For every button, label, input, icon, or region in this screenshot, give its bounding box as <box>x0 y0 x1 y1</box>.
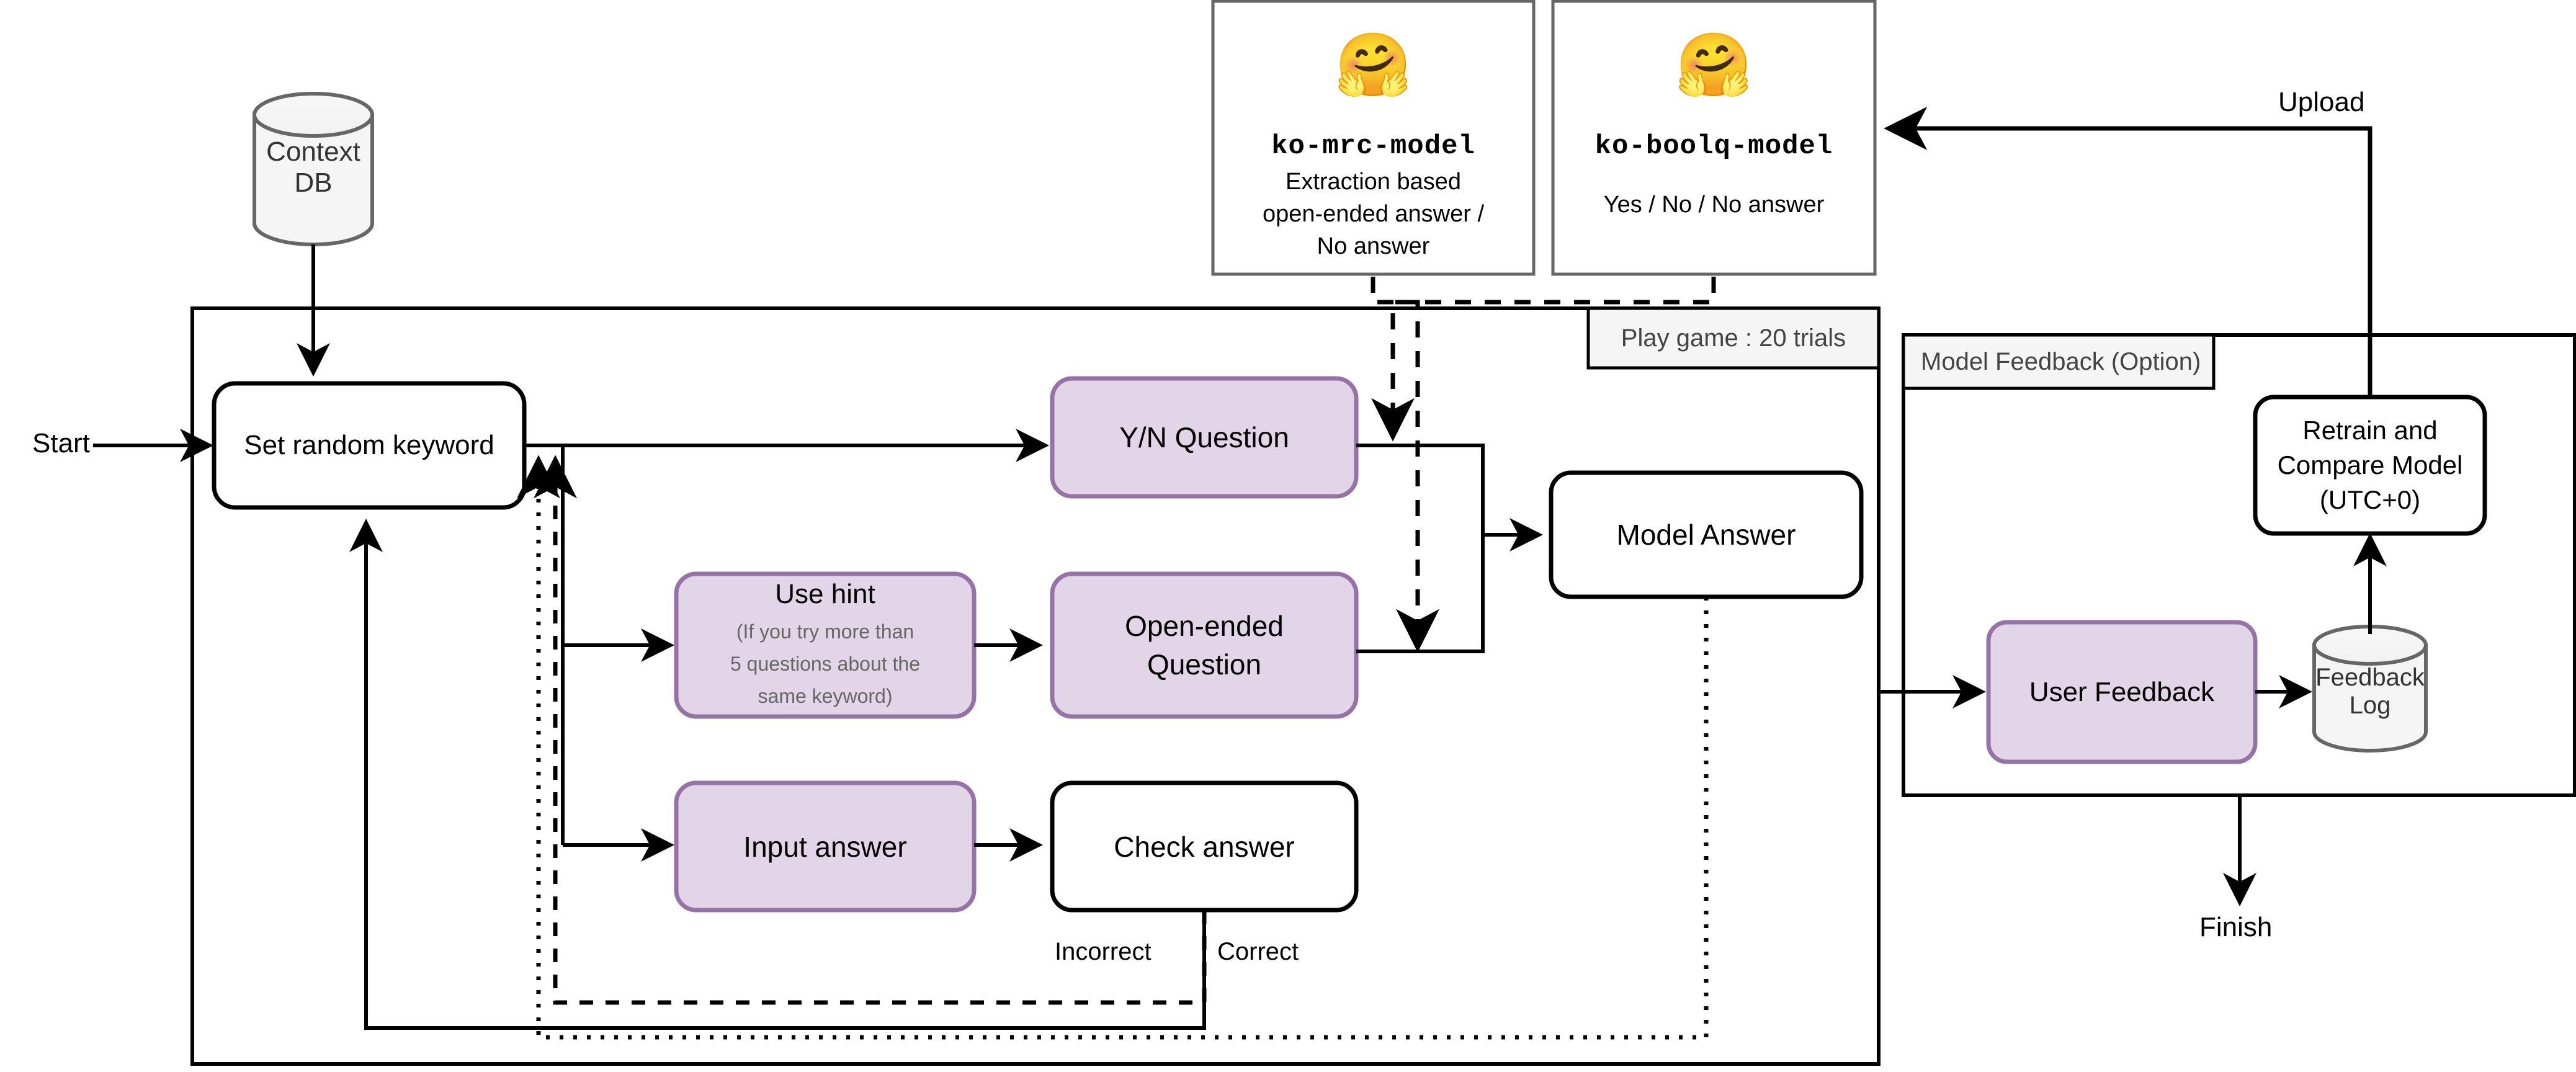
retrain-compare-node[interactable] <box>2253 395 2487 536</box>
feedback-log-node[interactable] <box>2312 625 2428 753</box>
user-feedback-node[interactable] <box>1986 620 2258 764</box>
edge-label-correct: Correct <box>1217 938 1299 965</box>
edge-label-incorrect: Incorrect <box>1055 938 1152 965</box>
frame-label-play-game: Play game : 20 trials <box>1621 324 1846 352</box>
edge-label-upload: Upload <box>2278 87 2365 117</box>
edge-label-start: Start <box>32 428 90 458</box>
open-ended-question-node[interactable] <box>1050 571 1359 719</box>
model-card-ko-mrc[interactable] <box>1211 0 1536 276</box>
context-db-node[interactable] <box>253 92 374 246</box>
frame-label-model-feedback: Model Feedback (Option) <box>1921 347 2201 375</box>
model-feedback-frame <box>1902 333 2576 797</box>
model-card-ko-boolq[interactable] <box>1551 0 1877 276</box>
use-hint-node[interactable] <box>674 571 977 719</box>
edge-label-finish: Finish <box>2199 912 2273 942</box>
yn-question-node[interactable] <box>1050 376 1359 499</box>
play-game-frame <box>190 306 1881 1066</box>
check-answer-node[interactable] <box>1050 780 1359 913</box>
input-answer-node[interactable] <box>674 780 977 913</box>
model-answer-node[interactable] <box>1549 470 1864 599</box>
set-keyword-node[interactable] <box>212 381 527 510</box>
